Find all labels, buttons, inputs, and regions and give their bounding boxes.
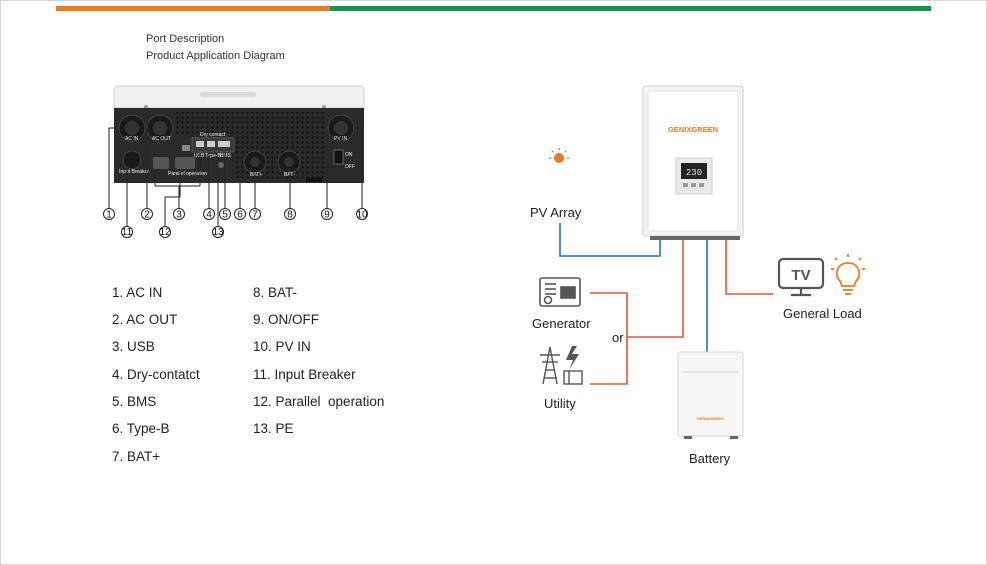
callout-8: 8 [284,208,296,221]
port-item-ac-out: 2. AC OUT [112,312,178,327]
svg-text:11: 11 [122,227,133,238]
bat-plus-connector [243,150,267,174]
battery-brand: GENIXGREEN [697,416,724,421]
callout-5: 5 [219,208,231,221]
ac-in-connector [118,114,146,142]
label-general-load: General Load [783,306,862,321]
svg-text:13: 13 [212,227,224,238]
panel-label-usb: USB [194,153,205,159]
panel-label-dry-contact: Dry contact [200,132,226,138]
panel-label-input-breaker: Input Breaker [119,169,149,175]
parallel-port-2 [175,157,195,169]
inverter-brand: GENIXGREEN [668,125,718,134]
panel-vent-top [176,112,326,134]
svg-text:6: 6 [237,210,243,221]
callout-13: 13 [212,226,224,238]
svg-text:8: 8 [287,210,293,221]
port-item-bms: 5. BMS [112,394,157,409]
port-item-ac-in: 1. AC IN [112,285,163,300]
panel-label-ac-in: AC IN [125,136,139,142]
panel-top-slot [200,92,256,97]
port-item-usb: 3. USB [112,339,155,354]
cable-notch [306,178,322,182]
port-item-bat-plus: 7. BAT+ [112,449,161,464]
pe-terminal [218,162,224,168]
panel-label-bms: BMS [220,153,232,159]
bms-port [218,141,230,147]
svg-text:3: 3 [176,210,182,221]
panel-label-parallel: Parallel operation [168,171,207,177]
load-wire [725,238,773,295]
inverter-display-value: 230 [686,168,702,178]
label-battery: Battery [689,451,731,466]
input-breaker-connector [122,150,142,170]
callout-7: 7 [249,208,261,221]
on-off-switch [333,149,344,165]
ac-input-wire [627,238,684,338]
utility-tower-icon [540,346,583,385]
svg-text:9: 9 [324,210,330,221]
svg-text:1: 1 [106,210,112,221]
port-item-input-breaker: 11. Input Breaker [253,367,356,382]
battery-unit [677,351,744,439]
label-generator: Generator [532,316,591,331]
callout-10: 10 [356,208,368,221]
parallel-port-1 [153,157,169,169]
panel-label-on: ON [345,152,353,158]
callout-2: 2 [141,208,153,221]
svg-text:2: 2 [144,210,150,221]
tv-icon-label: TV [791,267,810,284]
callout-1: 1 [103,208,115,221]
label-or: or [612,330,624,345]
bat-minus-connector [277,150,301,174]
callout-11: 11 [121,226,133,238]
wiring [559,223,773,385]
callout-3: 3 [173,208,185,221]
label-pv-array: PV Array [530,205,582,220]
generator-icon [539,277,581,307]
panel-label-off: OFF [345,164,355,170]
inverter [642,85,744,240]
port-item-type-b: 6. Type-B [112,421,170,436]
port-item-pv-in: 10. PV IN [253,339,311,354]
callout-4: 4 [203,208,215,221]
header-accent-bar-green [330,6,931,11]
light-bulb-icon [831,254,865,295]
header-accent-bar-orange [56,6,330,11]
panel-label-type-b: Type-B [205,153,222,159]
subtitle-port-description: Port Description [146,33,225,45]
dry-contact-port [182,145,190,151]
callout-12: 12 [159,226,171,238]
pv-in-connector [327,114,355,142]
panel-label-pv-in: PV IN [334,136,347,142]
panel-label-bat-plus: BAT+ [250,172,262,178]
panel-label-ac-out: AC OUT [152,136,171,142]
svg-text:10: 10 [356,210,368,221]
type-b-port [207,141,215,147]
callout-6: 6 [234,208,246,221]
port-item-bat-minus: 8. BAT- [253,285,298,300]
svg-text:4: 4 [206,210,212,221]
callout-9: 9 [321,208,333,221]
generator-utility-bus [590,292,628,385]
subtitle-application-diagram: Product Application Diagram [146,50,285,62]
pv-wire [559,223,661,257]
callout-leader-lines [108,127,363,227]
port-item-pe: 13. PE [253,421,294,436]
port-item-dry-contact: 4. Dry-contatct [112,367,200,382]
svg-text:5: 5 [222,210,228,221]
port-item-on-off: 9. ON/OFF [253,312,320,327]
label-utility: Utility [544,396,576,411]
sun-icon [549,148,569,163]
port-item-parallel-operation: 12. Parallel operation [253,394,385,409]
tv-icon [777,257,825,297]
usb-port [196,141,204,147]
svg-text:7: 7 [252,210,258,221]
svg-text:12: 12 [159,227,171,238]
